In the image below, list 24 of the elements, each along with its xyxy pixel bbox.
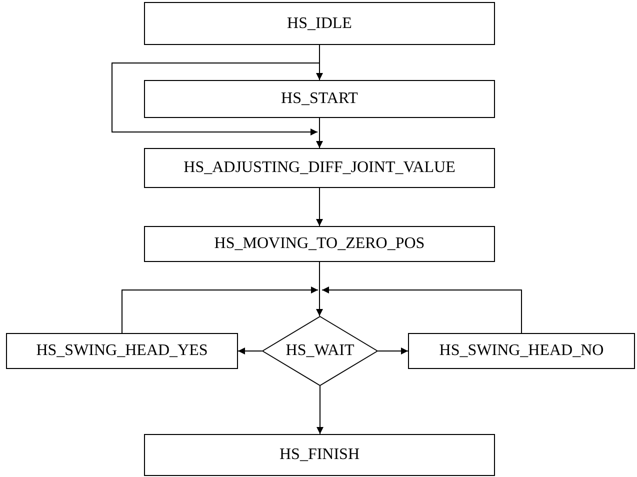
state-label: HS_ADJUSTING_DIFF_JOINT_VALUE	[184, 158, 456, 178]
state-box	[144, 80, 495, 118]
state-label: HS_WAIT	[286, 341, 354, 361]
arrow	[316, 386, 324, 434]
state-label: HS_FINISH	[279, 445, 360, 465]
arrow	[238, 348, 262, 354]
arrow	[316, 262, 323, 316]
state-label: HS_IDLE	[287, 14, 352, 34]
arrow	[378, 348, 408, 354]
arrow	[322, 286, 522, 334]
arrow	[316, 118, 323, 148]
state-label: HS_SWING_HEAD_YES	[36, 341, 208, 361]
state-label: HS_START	[281, 89, 358, 109]
state-box	[6, 333, 238, 369]
state-box	[144, 434, 495, 476]
decision-diamond	[262, 316, 378, 386]
state-label: HS_MOVING_TO_ZERO_POS	[214, 234, 425, 254]
state-box	[144, 226, 495, 262]
arrow	[316, 188, 323, 226]
state-box	[144, 148, 495, 188]
arrow	[122, 286, 318, 334]
state-box	[144, 2, 495, 45]
state-box	[408, 333, 635, 369]
state-label: HS_SWING_HEAD_NO	[439, 341, 604, 361]
